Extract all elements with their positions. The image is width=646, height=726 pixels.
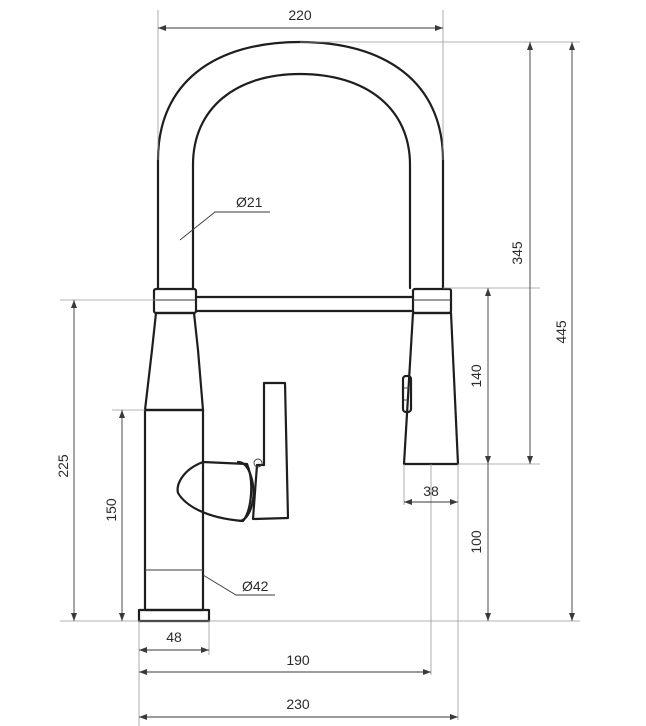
handle-cap <box>236 460 255 523</box>
right-collar <box>411 287 453 315</box>
faucet-outline <box>137 40 460 623</box>
main-body <box>143 408 205 612</box>
dim-label-140: 140 <box>468 364 484 388</box>
handle-lever <box>251 381 290 521</box>
hose-arch-inner <box>191 72 412 290</box>
extension-lines <box>60 10 580 726</box>
dim-label-150: 150 <box>103 498 119 522</box>
dimension-lines <box>71 25 575 720</box>
dim-label-445: 445 <box>553 320 569 344</box>
dim-label-hose-diameter: Ø21 <box>236 194 263 210</box>
dim-label-230: 230 <box>286 696 310 712</box>
dim-label-38: 38 <box>423 483 439 499</box>
hose-arch-outer <box>156 40 445 290</box>
base-plate <box>137 608 211 623</box>
handle-knob <box>176 460 253 523</box>
dim-label-100: 100 <box>468 530 484 554</box>
left-collar <box>152 287 198 315</box>
dimension-labels: 220 Ø21 345 445 140 225 150 38 100 Ø42 4… <box>55 7 569 712</box>
dim-label-225: 225 <box>55 454 71 478</box>
dim-label-48: 48 <box>166 629 182 645</box>
sprayer-button <box>401 374 413 414</box>
dim-label-220: 220 <box>288 7 312 23</box>
dim-label-345: 345 <box>509 241 525 265</box>
dim-label-190: 190 <box>286 652 310 668</box>
upper-neck <box>143 311 205 412</box>
dim-label-body-diameter: Ø42 <box>242 578 269 594</box>
